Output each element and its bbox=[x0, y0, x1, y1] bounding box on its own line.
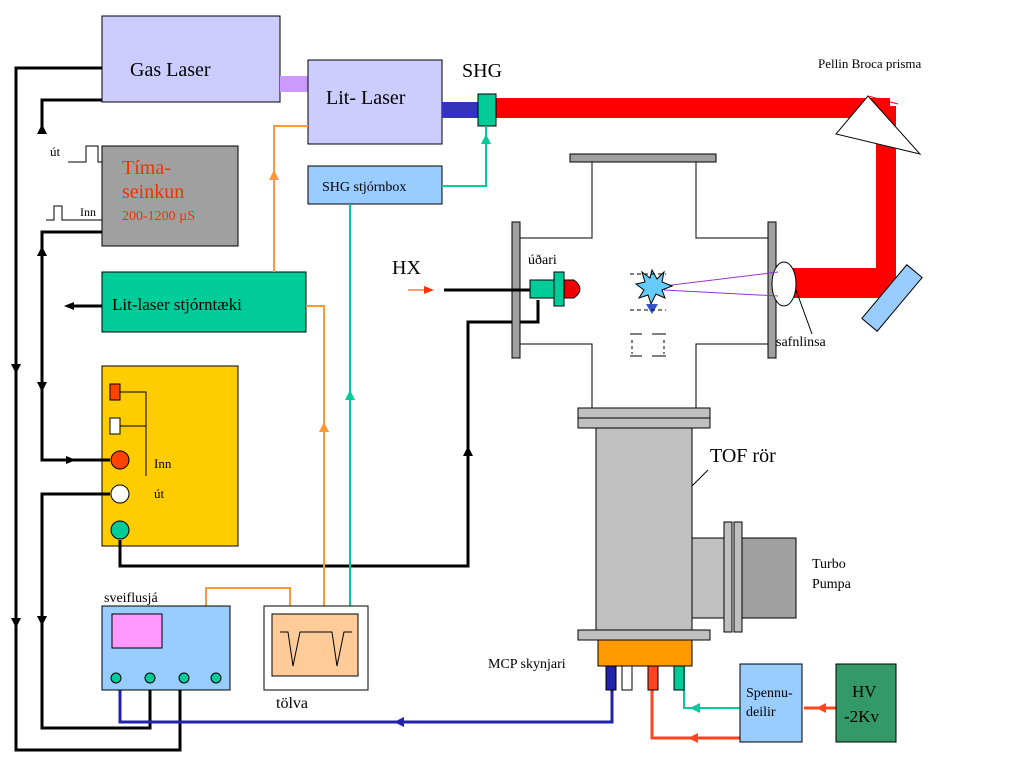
computer-screen bbox=[271, 613, 359, 677]
delay-range: 200-1200 µS bbox=[122, 209, 195, 224]
delay-out-pulse bbox=[68, 145, 102, 163]
mcp-detector bbox=[597, 639, 693, 691]
teal-arrows bbox=[345, 134, 700, 713]
voltage-divider-box bbox=[739, 663, 803, 743]
delay-label-1: Tíma- bbox=[122, 157, 171, 179]
oscilloscope-label: sveiflusjá bbox=[104, 591, 158, 606]
collecting-lens bbox=[771, 261, 797, 307]
shg-control-label: SHG stjórnbox bbox=[322, 180, 406, 195]
hv-supply-box bbox=[835, 663, 897, 743]
generator-in-label: Inn bbox=[154, 456, 172, 471]
generator-sync-port bbox=[110, 520, 130, 540]
navy-arrow bbox=[394, 717, 404, 727]
tof-tube bbox=[577, 407, 797, 641]
generator-in-port bbox=[110, 450, 130, 470]
red-arrows bbox=[688, 703, 826, 743]
hv-label-2: -2Kv bbox=[844, 707, 879, 726]
gas-laser-box bbox=[101, 15, 281, 103]
dye-control-box bbox=[101, 271, 307, 333]
shg-label: SHG bbox=[462, 60, 502, 82]
turning-mirror bbox=[861, 264, 923, 332]
oscilloscope-screen bbox=[111, 613, 163, 649]
turbo-label-1: Turbo bbox=[812, 557, 846, 572]
prism-label: Pellin Broca prisma bbox=[818, 56, 921, 71]
computer bbox=[263, 605, 369, 691]
delay-in-pulse bbox=[46, 205, 102, 221]
orange-arrows bbox=[269, 170, 329, 432]
computer-label: tölva bbox=[276, 695, 308, 712]
pulse-generator: Inn út bbox=[101, 365, 239, 547]
delay-label-2: seinkun bbox=[122, 181, 184, 203]
nozzle-label: úðari bbox=[528, 253, 557, 268]
indicator-red bbox=[109, 383, 121, 401]
generator-out-label: út bbox=[154, 486, 165, 501]
indicator-white bbox=[109, 417, 121, 435]
delay-generator-box bbox=[101, 145, 239, 247]
delay-in-label: Inn bbox=[80, 205, 96, 219]
shg-control-box bbox=[307, 165, 443, 205]
ion-drift-arrow bbox=[646, 304, 658, 314]
gas-nozzle bbox=[408, 271, 581, 307]
divider-label-2: deilir bbox=[746, 705, 776, 720]
oscilloscope bbox=[101, 605, 231, 691]
divider-label-1: Spennu- bbox=[746, 686, 793, 701]
dye-laser-box bbox=[307, 59, 443, 145]
gas-laser-link bbox=[280, 76, 308, 92]
delay-out-label: út bbox=[50, 144, 61, 159]
mcp-label: MCP skynjari bbox=[488, 657, 566, 672]
lens-label: safnlinsa bbox=[776, 335, 827, 350]
shg-crystal bbox=[477, 93, 497, 127]
pellin-broca-prism bbox=[835, 95, 922, 155]
signal-trace bbox=[280, 631, 352, 667]
hx-label: HX bbox=[392, 257, 421, 279]
hv-label-1: HV bbox=[852, 682, 877, 701]
laser-beam bbox=[490, 95, 923, 332]
black-wiring bbox=[14, 66, 540, 752]
generator-out-port bbox=[110, 484, 130, 504]
uv-beam bbox=[442, 102, 478, 118]
ionization-burst bbox=[634, 268, 674, 306]
orange-wiring bbox=[205, 125, 325, 606]
tof-label: TOF rör bbox=[710, 445, 776, 467]
navy-wiring bbox=[118, 678, 614, 724]
black-arrows bbox=[11, 124, 473, 628]
turbo-label-2: Pumpa bbox=[812, 577, 852, 592]
gas-laser-label: Gas Laser bbox=[130, 59, 211, 81]
dye-control-label: Lit-laser stjórntæki bbox=[112, 295, 242, 314]
dye-laser-label: Lit- Laser bbox=[326, 87, 406, 109]
